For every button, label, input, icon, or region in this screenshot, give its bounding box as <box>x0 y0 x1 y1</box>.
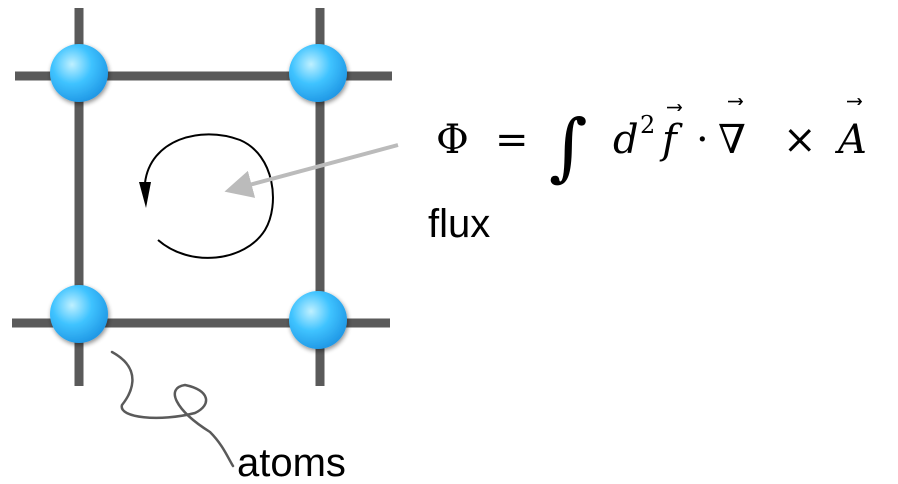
atoms-label: atoms <box>237 441 346 484</box>
circulation-icon <box>139 133 274 259</box>
equation-f: f <box>659 117 683 163</box>
atoms-group <box>50 44 347 349</box>
equation-nabla-arrow: ⃗ <box>728 98 744 105</box>
flux-equation: Φ = ∫ d 2 f ⃗ · ∇ ⃗ × A ⃗ <box>436 98 867 190</box>
equation-times: × <box>783 117 817 163</box>
atom-bottom-left <box>50 285 108 343</box>
atom-leader-line <box>110 350 235 468</box>
equation-d: d <box>613 117 639 163</box>
equation-a: A <box>834 117 867 163</box>
equation-nabla: ∇ <box>718 117 746 163</box>
equation-exponent: 2 <box>640 111 655 139</box>
atom-bottom-right <box>289 291 347 349</box>
flux-label: flux <box>428 202 490 246</box>
equation-integral: ∫ <box>549 104 588 190</box>
equation-dot: · <box>696 117 709 163</box>
equation-phi: Φ <box>436 117 469 163</box>
atom-top-left <box>50 44 108 102</box>
atom-top-right <box>289 44 347 102</box>
flux-pointer-arrow <box>224 143 399 198</box>
equation-f-arrow: ⃗ <box>667 104 683 111</box>
equation-equals: = <box>495 117 529 163</box>
equation-a-arrow: ⃗ <box>847 98 863 105</box>
